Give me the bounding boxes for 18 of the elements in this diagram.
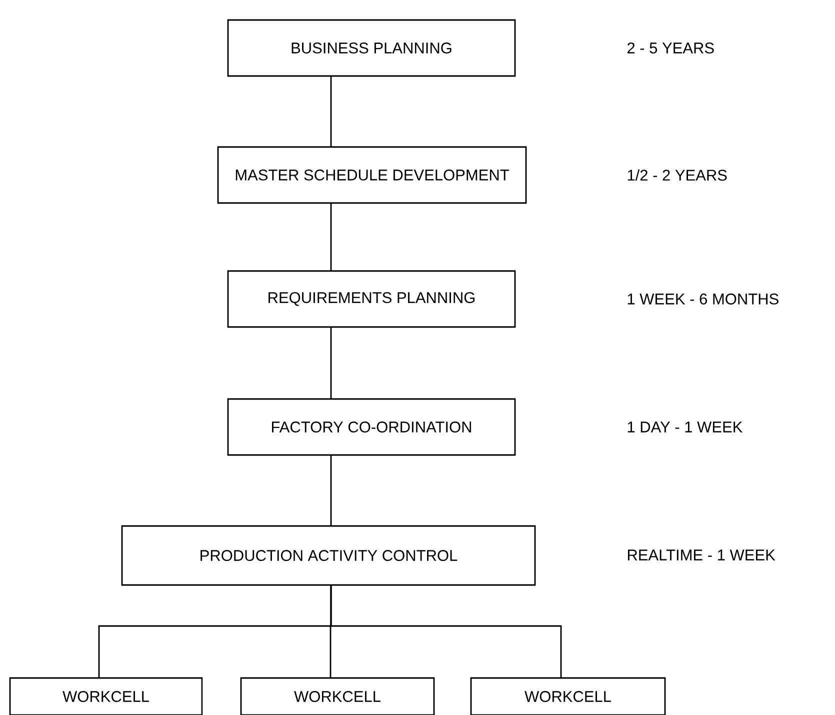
process-box: WORKCELL (9, 677, 203, 715)
process-box: BUSINESS PLANNING (227, 19, 516, 77)
process-box: PRODUCTION ACTIVITY CONTROL (121, 525, 536, 586)
duration-label: 1/2 - 2 YEARS (628, 169, 727, 181)
duration-label: 2 - 5 YEARS (628, 42, 714, 54)
process-box: WORKCELL (470, 677, 666, 715)
connector-line (330, 327, 332, 399)
connector-line (330, 455, 332, 526)
duration-label: 1 DAY - 1 WEEK (628, 422, 743, 432)
connector-line (330, 76, 332, 147)
connector-line (330, 203, 332, 271)
process-box: WORKCELL (240, 677, 435, 715)
process-box: FACTORY CO-ORDINATION (227, 398, 516, 456)
process-box: MASTER SCHEDULE DEVELOPMENT (217, 146, 527, 204)
process-box: REQUIREMENTS PLANNING (227, 270, 516, 328)
duration-label: REALTIME - 1 WEEK (628, 550, 776, 560)
connector-line (330, 585, 562, 678)
duration-label: 1 WEEK - 6 MONTHS (628, 294, 778, 304)
